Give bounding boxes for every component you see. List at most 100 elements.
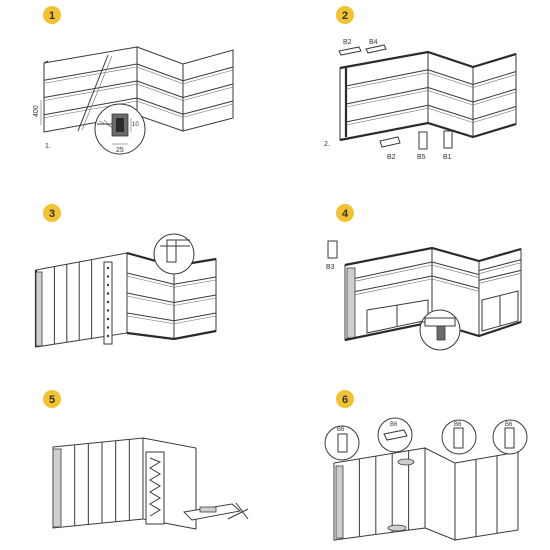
step-2-shelving-unit [339,50,517,142]
step-4-panel: 4 B3 [326,204,522,351]
drawing-line [173,279,217,288]
drawing-line [427,87,474,103]
step-2-part-b4-top: B4 [365,39,387,54]
step-2-part-label: B5 [417,154,426,161]
step-5-number: 5 [49,394,55,406]
step-3-detail-callout [153,233,195,275]
drawing-line [136,100,184,118]
step-1-width-dimension: 25 [116,147,124,154]
step-2-number: 2 [342,10,348,22]
drill-hole [106,283,110,287]
step-3-sliding-doors [34,252,128,348]
drawing-line [472,88,517,103]
step-2-part-b5: B5 [417,131,428,161]
drawing-line [345,107,429,126]
step-1-height-dimension: 400 [33,105,40,117]
drawing-line [427,104,474,120]
drawing-line [427,72,474,88]
drawing-line [182,86,234,101]
step-3-number: 3 [49,208,55,220]
step-2-badge [336,6,354,24]
drawing-line [345,90,429,108]
step-6-number: 6 [342,394,348,406]
step-6-part-label: B6 [337,427,345,433]
step-6-part-label: B6 [505,422,513,428]
drill-hole [106,326,110,329]
drawing-line [182,83,234,98]
drawing-line [173,294,217,303]
step-6-panel: 6 B6 B6 B6 B6 [324,390,528,541]
step-6-detail-callout-2: B6 [377,417,413,453]
step-4-detail-callout [418,309,461,351]
step-1-detail-callout: 10 25 [94,103,146,155]
drawing-line [472,106,517,120]
drawing-line [472,71,517,85]
drawing-line [478,259,522,272]
step-2-part-b1: B1 [443,130,453,161]
step-2-part-label: B2 [387,154,396,161]
step-1-small-dimension: 10 [132,122,139,128]
drill-hole [106,300,110,304]
drawing-line [126,315,175,325]
drawing-line [472,109,517,123]
drawing-line [427,69,474,85]
step-1-badge [43,6,61,24]
drawing-line [136,66,184,85]
drawing-line [182,103,234,118]
drawing-line [472,91,517,106]
drawing-line [345,104,429,123]
step-6-detail-callout-3: B6 [441,419,477,455]
drawing-line [354,261,433,279]
drawing-line [431,264,480,278]
drawing-line [136,97,184,115]
drawing-line [136,80,184,98]
step-6-detail-callout-1: B6 [324,425,360,461]
step-2-part-label: B4 [369,39,378,46]
step-1-sub-label: 1. [45,143,51,150]
drawing-line [478,269,522,281]
step-4-number: 4 [342,208,349,220]
drawing-line [182,66,234,82]
drawing-line [431,261,480,276]
drawing-line [478,273,522,284]
drill-hole [106,266,110,270]
drawing-line [173,276,217,285]
drawing-line [427,90,474,106]
drill-hole [106,309,110,312]
step-6-part-label: B6 [390,422,398,428]
drawing-line [173,315,217,325]
step-1-panel: 1 400 1. 10 25 [33,6,234,155]
drawing-line [126,312,175,322]
step-4-badge [336,204,354,222]
step-4-part-b3: B3 [326,240,338,271]
step-4-wardrobe [344,246,522,342]
drill-hole [106,317,110,321]
drawing-line [43,97,138,116]
drawing-line [126,295,175,306]
drawing-line [126,272,175,285]
step-5-wardrobe [52,437,197,530]
drawing-line [126,292,175,303]
drawing-line [354,275,433,293]
drawing-line [126,275,175,288]
step-6-part-label: B6 [454,422,462,428]
drawing-line [43,63,138,81]
drawing-line [478,262,522,274]
step-6-wardrobe [333,447,519,541]
step-6-badge [336,390,354,408]
drawing-line [136,83,184,101]
drill-hole [106,275,110,278]
step-2-sub-label: 2. [324,141,330,148]
drawing-line [431,275,480,289]
drawing-line [173,312,217,322]
step-5-tool [182,502,249,521]
step-2-part-b2-top: B2 [338,39,362,56]
drill-hole [106,334,110,338]
step-1-number: 1 [49,10,55,22]
drawing-line [354,264,433,282]
drawing-line [182,69,234,85]
drawing-line [345,72,429,90]
step-6-detail-callout-4: B6 [492,419,528,455]
drawing-line [43,66,138,84]
